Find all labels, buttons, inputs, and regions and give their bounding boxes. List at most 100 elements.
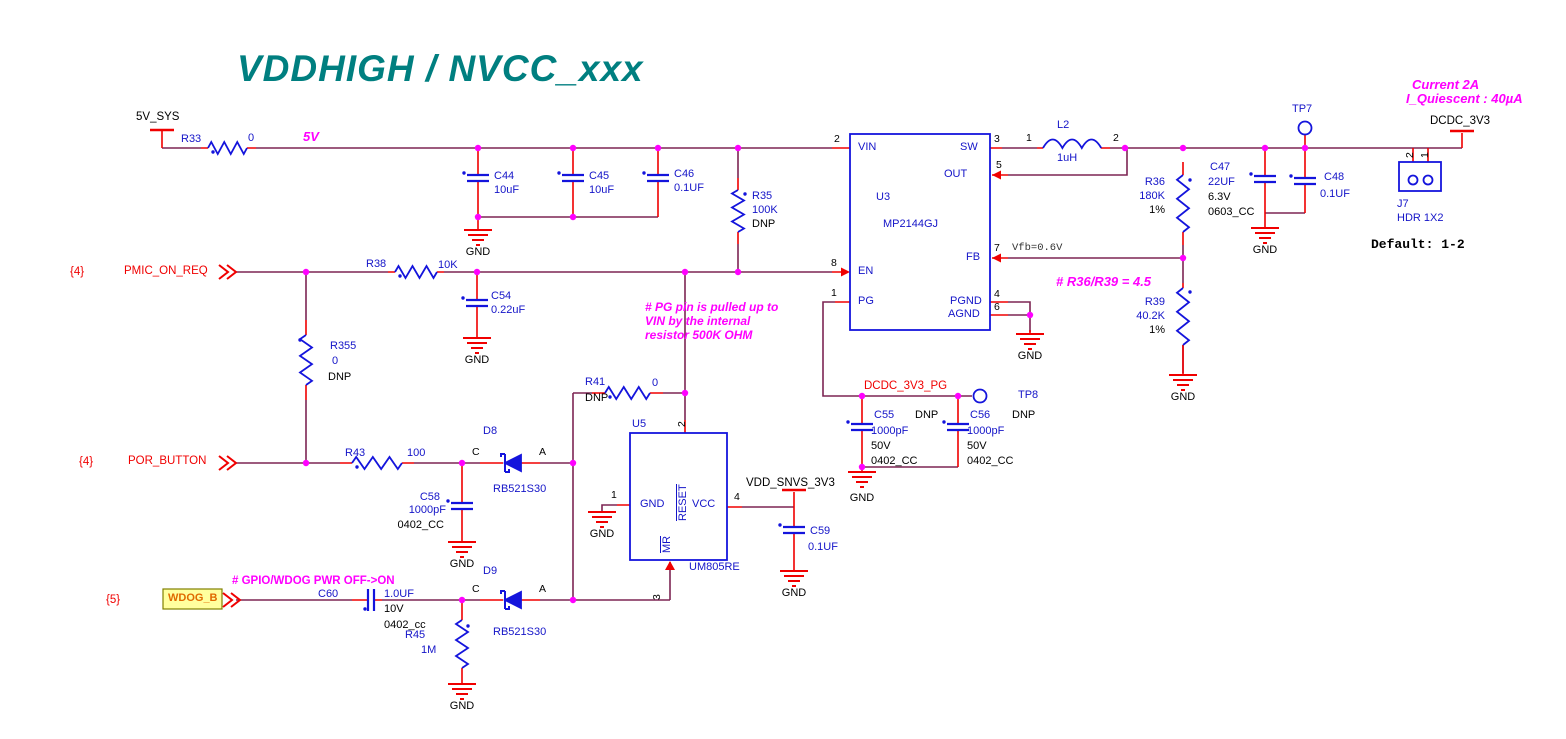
gnd-c44 xyxy=(464,229,492,246)
offpage-connectors xyxy=(218,264,242,608)
r35-symbol xyxy=(730,189,746,233)
gnd-c55 xyxy=(848,471,876,488)
c55-dnp: DNP xyxy=(915,409,939,421)
pin1-dots xyxy=(211,150,1293,628)
r43-ref: R43 xyxy=(345,447,366,459)
c60-voltage: 10V xyxy=(384,603,404,615)
c44-ref: C44 xyxy=(494,170,515,182)
d8-symbol xyxy=(500,453,522,473)
gnd-label-agnd: GND xyxy=(1017,350,1043,362)
tp8-circle xyxy=(972,388,988,404)
net-5v-sys: 5V_SYS xyxy=(136,111,180,123)
c45-symbol xyxy=(562,173,584,183)
page-ref-5: {5} xyxy=(106,594,121,606)
u3-body xyxy=(849,133,991,331)
u3-pin-en: EN xyxy=(858,265,874,277)
d8-part: RB521S30 xyxy=(493,483,547,495)
gnd-symbols xyxy=(448,227,1279,700)
page-ref-4a: {4} xyxy=(70,266,85,278)
pmic-chevron xyxy=(218,264,238,280)
gnd-label-r39: GND xyxy=(1170,391,1196,403)
c46-ref: C46 xyxy=(674,168,695,180)
c58-value: 1000pF xyxy=(408,504,446,516)
out-arrow xyxy=(992,170,1001,180)
wdog-b-box xyxy=(162,588,223,610)
u5-ref: U5 xyxy=(632,418,647,430)
u3-pin-sw: SW xyxy=(960,141,978,153)
clipped-note: rework as below xyxy=(1196,0,1295,5)
r41-ref: R41 xyxy=(585,376,606,388)
r38-value: 10K xyxy=(438,259,458,271)
note-vfb: Vfb=0.6V xyxy=(1012,242,1063,254)
c58-pkg: 0402_CC xyxy=(397,519,444,531)
d9-anode-label: A xyxy=(539,583,547,595)
gnd-label-c47: GND xyxy=(1252,244,1278,256)
gnd-agnd xyxy=(1016,333,1044,350)
c56-dnp: DNP xyxy=(1012,409,1036,421)
u3-pin-vin: VIN xyxy=(858,141,877,153)
gnd-label-u5: GND xyxy=(589,528,615,540)
u3-pin7-num: 7 xyxy=(994,242,1000,254)
u3-pin-out: OUT xyxy=(944,168,968,180)
r41-dnp: DNP xyxy=(585,392,609,404)
c55-pkg: 0402_CC xyxy=(871,455,918,467)
r35-value: 100K xyxy=(752,204,778,216)
j7-pin2-circle xyxy=(1407,174,1419,186)
r35-dnp: DNP xyxy=(752,218,776,230)
power-symbols xyxy=(150,128,1474,492)
note-ratio: # R36/R39 = 4.5 xyxy=(1056,274,1152,289)
c47-pkg: 0603_CC xyxy=(1208,206,1255,218)
gnd-u5 xyxy=(588,511,616,528)
pin-arrows xyxy=(665,170,1001,570)
gnd-label-c55: GND xyxy=(849,492,875,504)
u5-pin1-num: 1 xyxy=(611,489,617,501)
r33-symbol xyxy=(207,140,248,156)
l2-value: 1uH xyxy=(1057,152,1078,164)
u3-ref: U3 xyxy=(876,191,891,203)
r355-ref: R355 xyxy=(330,340,357,352)
net-pmic-on-req: PMIC_ON_REQ xyxy=(124,265,208,277)
l2-ref: L2 xyxy=(1057,119,1070,131)
u3-pin8-num: 8 xyxy=(831,257,837,269)
u3-pin6-num: 6 xyxy=(994,301,1000,313)
j7-pin2-num: 2 xyxy=(1404,152,1416,158)
c48-symbol xyxy=(1294,176,1316,186)
c56-pkg: 0402_CC xyxy=(967,455,1014,467)
c58-symbol xyxy=(451,501,473,511)
c60-ref: C60 xyxy=(318,588,339,600)
c47-voltage: 6.3V xyxy=(1208,191,1231,203)
c59-ref: C59 xyxy=(810,525,831,537)
r355-symbol xyxy=(298,334,314,386)
r39-ref: R39 xyxy=(1144,296,1165,308)
u3-pin2-num: 2 xyxy=(834,133,840,145)
gnd-label-c59: GND xyxy=(781,587,807,599)
tp8-ref: TP8 xyxy=(1018,389,1039,401)
gnd-c47 xyxy=(1251,227,1279,244)
note-pg-line3: resistor 500K OHM xyxy=(645,328,753,342)
r39-symbol xyxy=(1175,287,1191,346)
gnd-c58 xyxy=(448,541,476,558)
c55-ref: C55 xyxy=(874,409,895,421)
d8-ref: D8 xyxy=(483,425,498,437)
c55-value: 1000pF xyxy=(871,425,909,437)
d9-ref: D9 xyxy=(483,565,498,577)
u3-pin-pgnd: PGND xyxy=(950,295,982,307)
u5-pin3-num: 3 xyxy=(651,594,663,600)
u3-pin-pg: PG xyxy=(858,295,874,307)
gnd-c54 xyxy=(463,337,491,354)
net-vdd-snvs-3v3: VDD_SNVS_3V3 xyxy=(746,477,835,489)
r43-symbol xyxy=(351,455,403,471)
note-current: Current 2A xyxy=(1412,77,1480,92)
d9-cathode-label: C xyxy=(472,583,480,595)
net-por-button: POR_BUTTON xyxy=(128,455,207,467)
fb-arrow xyxy=(992,253,1001,263)
c56-voltage: 50V xyxy=(967,440,987,452)
r45-ref: R45 xyxy=(405,629,426,641)
u5-pin-gnd: GND xyxy=(640,498,665,510)
c56-value: 1000pF xyxy=(967,425,1005,437)
r39-tol: 1% xyxy=(1149,324,1165,336)
r38-symbol xyxy=(394,264,438,280)
c56-ref: C56 xyxy=(970,409,991,421)
wire-u5-gnd xyxy=(601,504,617,512)
